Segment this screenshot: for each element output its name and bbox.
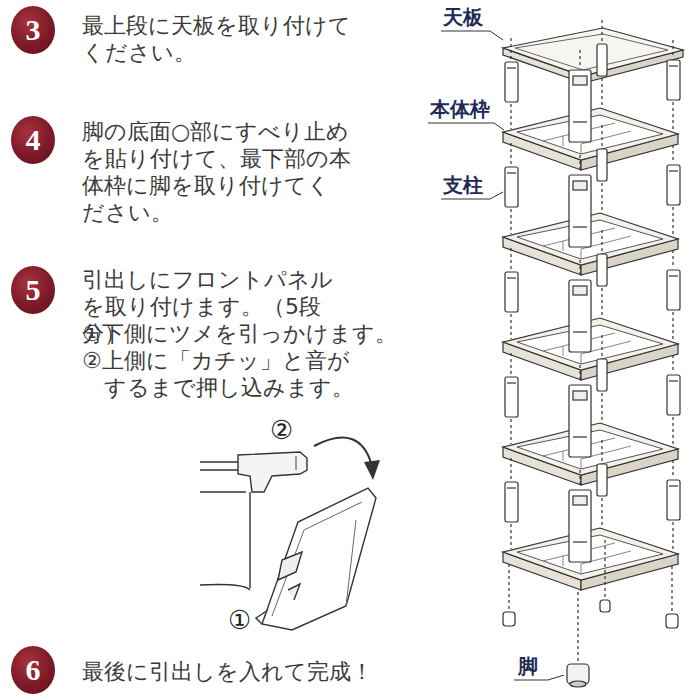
callout-number: ②: [270, 416, 293, 444]
step-instruction: 最後に引出しを入れて完成！: [82, 658, 390, 685]
body-frame: [503, 20, 680, 170]
body-frame: [503, 440, 680, 590]
step-instruction: 最上段に天板を取り付けてください。: [82, 12, 353, 66]
step-badge: 4: [11, 116, 55, 164]
step-number: 4: [26, 125, 41, 155]
part-label: 支柱: [443, 173, 483, 197]
sub-instruction: ②上側に「カチッ」と音がするまで押し込みます。: [82, 347, 372, 401]
step-number: 5: [26, 275, 41, 305]
legs: [503, 540, 678, 687]
step-badge: 3: [11, 6, 55, 54]
part-label: 脚: [518, 654, 538, 678]
body-frame: [503, 230, 680, 380]
callout-number: ①: [228, 606, 251, 634]
step-number: 3: [26, 15, 41, 45]
body-frame: [503, 335, 680, 485]
step-badge: 6: [11, 646, 55, 694]
step-instruction: 脚の底面○部にすべり止めを貼り付けて、最下部の本体枠に脚を取り付けてください。: [82, 118, 353, 226]
top-plate: [503, 28, 683, 83]
sub-instruction: ①下側にツメを引っかけます。: [82, 320, 399, 347]
step-number: 6: [26, 655, 41, 685]
leader-lines: [428, 31, 564, 680]
part-label: 天板: [443, 5, 483, 29]
panel-inset: [200, 438, 380, 630]
body-frame: [503, 125, 680, 275]
step-badge: 5: [11, 266, 55, 314]
part-label: 本体枠: [430, 97, 490, 121]
